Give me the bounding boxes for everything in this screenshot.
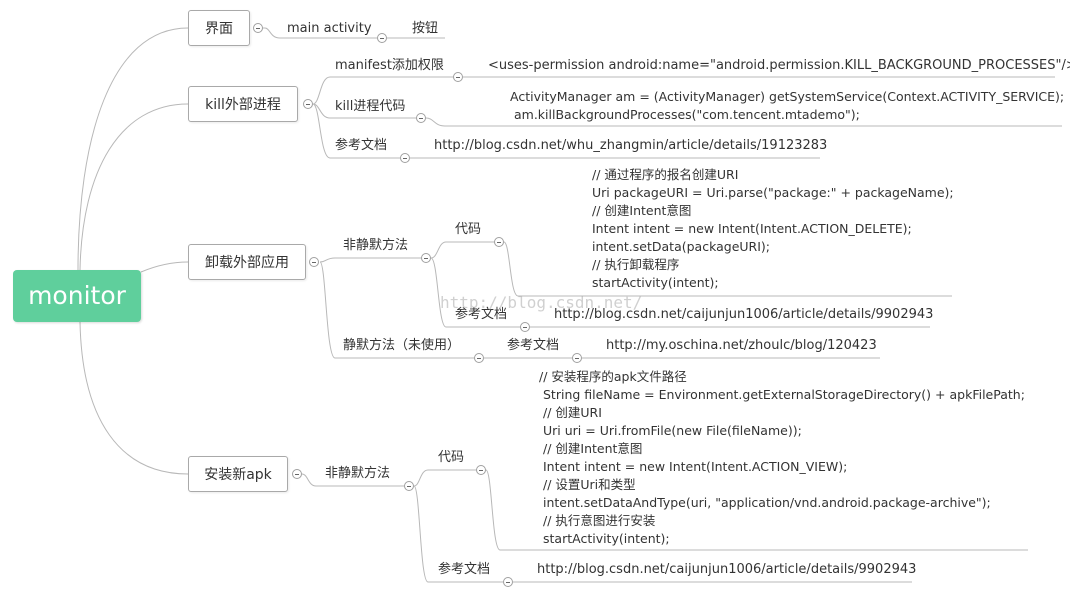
code-line: Uri uri = Uri.fromFile(new File(fileName… (543, 423, 802, 438)
node-manifest-permission[interactable]: manifest添加权限 (335, 58, 444, 73)
node-kill-ref-url[interactable]: http://blog.csdn.net/whu_zhangmin/articl… (434, 138, 828, 153)
collapse-icon[interactable] (377, 33, 387, 43)
code-line: // 通过程序的报名创建URI (592, 167, 739, 182)
node-install-code[interactable]: 代码 (438, 450, 465, 465)
code-line: // 设置Uri和类型 (543, 477, 636, 492)
collapse-icon[interactable] (416, 113, 426, 123)
node-install-ref-url[interactable]: http://blog.csdn.net/caijunjun1006/artic… (537, 562, 917, 577)
edge-kill-ref (312, 103, 405, 159)
node-uninstall-ref[interactable]: 参考文档 (455, 307, 508, 322)
node-kill-code-text[interactable]: ActivityManager am = (ActivityManager) g… (510, 88, 1064, 124)
edge-ui-main (262, 27, 382, 39)
edge-nonsilent-install-ref (413, 485, 508, 583)
edge-root-ui (77, 27, 189, 271)
edge-uninstall-nonsilent (319, 257, 425, 263)
node-uninstall[interactable]: 卸载外部应用 (188, 244, 306, 280)
edge-killcode-lines (425, 117, 1062, 127)
node-uninstall-silent[interactable]: 静默方法（未使用） (343, 338, 461, 353)
collapse-icon[interactable] (476, 465, 486, 475)
collapse-icon[interactable] (400, 153, 410, 163)
root-node[interactable]: monitor (13, 270, 141, 322)
code-line: Intent intent = new Intent(Intent.ACTION… (543, 459, 848, 474)
collapse-icon[interactable] (253, 23, 263, 33)
node-silent-ref-url[interactable]: http://my.oschina.net/zhoulc/blog/120423 (606, 338, 877, 353)
node-uninstall-code[interactable]: 代码 (455, 222, 482, 237)
edge-kill-manifest (312, 76, 455, 105)
node-uninstall-code-text[interactable]: // 通过程序的报名创建URI Uri packageURI = Uri.par… (592, 166, 954, 292)
node-main-activity[interactable]: main activity (287, 21, 372, 36)
edge-nonsilent-ref (430, 257, 525, 328)
collapse-icon[interactable] (303, 99, 313, 109)
code-line: // 创建URI (543, 405, 602, 420)
code-line: am.killBackgroundProcesses("com.tencent.… (514, 107, 860, 122)
edge-root-kill (79, 103, 189, 271)
node-kill-code[interactable]: kill进程代码 (335, 99, 406, 114)
node-install-ref[interactable]: 参考文档 (438, 562, 491, 577)
node-install[interactable]: 安装新apk (188, 456, 288, 492)
node-uninstall-nonsilent[interactable]: 非静默方法 (343, 238, 409, 253)
collapse-icon[interactable] (421, 253, 431, 263)
code-line: startActivity(intent); (592, 275, 719, 290)
node-kill-process[interactable]: kill外部进程 (188, 86, 298, 122)
collapse-icon[interactable] (292, 469, 302, 479)
code-line: // 创建Intent意图 (543, 441, 643, 456)
node-button[interactable]: 按钮 (412, 21, 439, 36)
node-ui[interactable]: 界面 (188, 10, 250, 46)
node-install-nonsilent[interactable]: 非静默方法 (325, 466, 391, 481)
collapse-icon[interactable] (404, 481, 414, 491)
collapse-icon[interactable] (520, 322, 530, 332)
node-permission-text[interactable]: <uses-permission android:name="android.p… (488, 58, 1070, 73)
code-line: String fileName = Environment.getExterna… (543, 387, 1025, 402)
code-line: startActivity(intent); (543, 531, 670, 546)
collapse-icon[interactable] (474, 353, 484, 363)
collapse-icon[interactable] (453, 72, 463, 82)
code-line: // 执行意图进行安装 (543, 513, 656, 528)
collapse-icon[interactable] (309, 257, 319, 267)
edge-uninstall-silent (319, 261, 478, 359)
code-line: Intent intent = new Intent(Intent.ACTION… (592, 221, 912, 236)
edge-root-install (79, 321, 189, 475)
code-line: // 执行卸载程序 (592, 257, 680, 272)
edge-inscode-lines (485, 469, 1028, 551)
code-line: // 安装程序的apk文件路径 (539, 369, 687, 384)
edge-nonsilent-install-code (413, 469, 480, 487)
node-kill-ref[interactable]: 参考文档 (335, 138, 388, 153)
code-line: // 创建Intent意图 (592, 203, 692, 218)
code-line: intent.setDataAndType(uri, "application/… (543, 495, 991, 510)
watermark: http://blog.csdn.net/ (440, 293, 643, 312)
edge-kill-code (312, 103, 420, 119)
collapse-icon[interactable] (494, 237, 504, 247)
node-silent-ref[interactable]: 参考文档 (507, 338, 560, 353)
edge-uncode-lines (503, 241, 952, 297)
edge-root-uninstall (140, 261, 189, 273)
node-install-code-text[interactable]: // 安装程序的apk文件路径 String fileName = Enviro… (539, 368, 1025, 548)
edge-install-nonsilent (301, 473, 408, 487)
code-line: intent.setData(packageURI); (592, 239, 770, 254)
code-line: Uri packageURI = Uri.parse("package:" + … (592, 185, 954, 200)
collapse-icon[interactable] (503, 577, 513, 587)
code-line: ActivityManager am = (ActivityManager) g… (510, 89, 1065, 104)
collapse-icon[interactable] (572, 353, 582, 363)
node-uninstall-ref-url[interactable]: http://blog.csdn.net/caijunjun1006/artic… (554, 307, 934, 322)
edge-nonsilent-code (430, 241, 498, 259)
